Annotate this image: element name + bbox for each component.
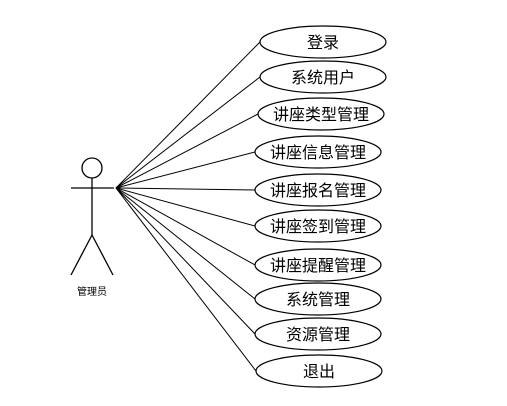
use-case-ellipse <box>254 317 382 351</box>
use-case: 登录 <box>259 25 387 59</box>
association-line <box>115 113 259 189</box>
use-case: 讲座信息管理 <box>254 135 382 169</box>
use-case: 讲座签到管理 <box>254 209 382 243</box>
association-line <box>115 187 256 335</box>
association-line <box>115 41 261 189</box>
use-case: 系统用户 <box>259 60 387 94</box>
actor-left-leg <box>70 234 93 276</box>
use-case-ellipse <box>254 282 382 316</box>
actor-admin: 管理员 <box>70 157 114 298</box>
use-case: 讲座类型管理 <box>257 97 385 131</box>
use-case-ellipse <box>254 173 382 207</box>
use-case-ellipse <box>255 354 383 388</box>
use-case-label: 登录 <box>307 33 339 52</box>
actor-head <box>81 157 103 179</box>
use-case-label: 讲座提醒管理 <box>270 256 366 275</box>
use-case: 退出 <box>255 354 383 388</box>
use-case-ellipse <box>257 97 385 131</box>
use-case-label: 系统管理 <box>286 290 350 309</box>
association-lines <box>115 41 261 372</box>
association-line <box>115 76 261 189</box>
association-line <box>115 187 256 300</box>
use-case-label: 讲座类型管理 <box>273 105 369 124</box>
use-case-label: 讲座报名管理 <box>270 181 366 200</box>
use-case-ellipse <box>254 248 382 282</box>
association-line <box>115 187 256 266</box>
use-case-label: 讲座信息管理 <box>270 143 366 162</box>
association-line <box>115 187 256 191</box>
actor-name: 管理员 <box>77 285 107 298</box>
association-line <box>115 151 256 189</box>
use-case-label: 退出 <box>303 362 335 381</box>
use-case-ellipse <box>259 60 387 94</box>
association-line <box>115 187 256 227</box>
use-case: 系统管理 <box>254 282 382 316</box>
use-case: 讲座报名管理 <box>254 173 382 207</box>
use-case-label: 系统用户 <box>291 68 355 87</box>
use-cases: 登录系统用户讲座类型管理讲座信息管理讲座报名管理讲座签到管理讲座提醒管理系统管理… <box>254 25 387 388</box>
use-case-ellipse <box>254 209 382 243</box>
use-case-label: 讲座签到管理 <box>270 217 366 236</box>
association-line <box>115 187 257 372</box>
use-case: 讲座提醒管理 <box>254 248 382 282</box>
use-case-ellipse <box>259 25 387 59</box>
use-case-label: 资源管理 <box>286 325 350 344</box>
actor-right-leg <box>91 234 114 276</box>
use-case: 资源管理 <box>254 317 382 351</box>
use-case-ellipse <box>254 135 382 169</box>
